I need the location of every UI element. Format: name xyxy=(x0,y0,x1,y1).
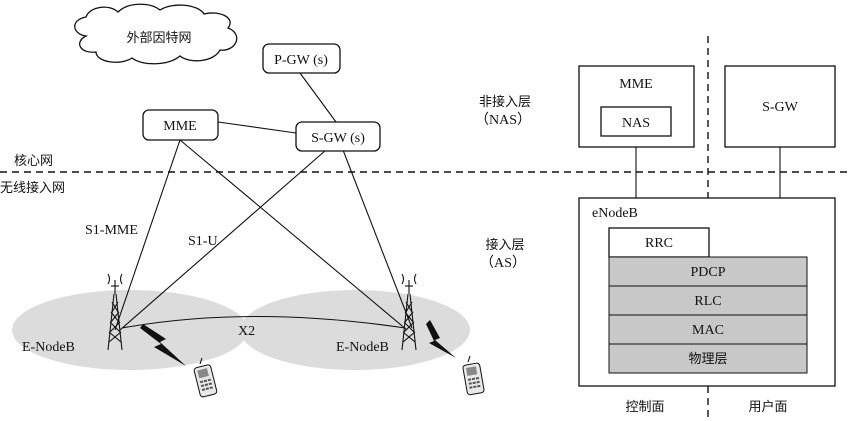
internet-label: 外部因特网 xyxy=(126,31,191,46)
right-enodeb-label: eNodeB xyxy=(592,206,638,221)
pdcp-label: PDCP xyxy=(690,265,725,280)
rlc-layer xyxy=(608,285,808,316)
mac-layer xyxy=(608,314,808,345)
x2-label: X2 xyxy=(238,324,255,339)
radio-signal-bolt-left xyxy=(140,324,186,366)
enodeb-left-label: E-NodeB xyxy=(22,340,75,355)
right-nas-label: NAS xyxy=(622,116,650,131)
link-sgw-enb-left xyxy=(119,149,327,331)
coverage-area-left xyxy=(12,290,248,370)
as-title: 接入层 xyxy=(485,237,524,253)
pdcp-layer xyxy=(608,256,808,287)
right-nas-box xyxy=(600,106,672,137)
pgw-label: P-GW (s) xyxy=(274,53,328,68)
link-pgw-sgw xyxy=(299,72,337,123)
mobile-phone-icon-right xyxy=(462,355,485,396)
core-network-label: 核心网 xyxy=(14,154,53,169)
link-sgw-enb-right xyxy=(342,149,413,329)
right-sgw-box xyxy=(724,65,836,148)
as-abbr: （AS） xyxy=(480,255,526,271)
radio-network-label: 无线接入网 xyxy=(0,180,65,196)
control-plane-label: 控制面 xyxy=(625,400,664,415)
mme-label: MME xyxy=(163,119,196,134)
nas-abbr: （NAS） xyxy=(475,112,531,128)
base-station-tower-right xyxy=(401,273,417,351)
mme-box xyxy=(142,109,219,141)
internet-cloud xyxy=(74,3,238,65)
mac-label: MAC xyxy=(692,323,724,338)
link-mme-sgw xyxy=(217,121,297,134)
base-station-tower-left xyxy=(107,273,123,351)
sgw-box xyxy=(295,121,381,152)
user-plane-label: 用户面 xyxy=(748,399,787,415)
mobile-phone-icon-left xyxy=(193,357,218,398)
s1-mme-label: S1-MME xyxy=(85,223,138,238)
right-mme-label: MME xyxy=(619,77,652,92)
sgw-label: S-GW (s) xyxy=(311,131,365,146)
rrc-label: RRC xyxy=(645,236,673,251)
physical-layer-label: 物理层 xyxy=(688,352,727,367)
link-x2 xyxy=(121,315,406,329)
pgw-box xyxy=(262,43,341,74)
coverage-area-right xyxy=(240,290,470,370)
nas-title: 非接入层 xyxy=(479,94,531,110)
rlc-label: RLC xyxy=(694,294,721,309)
enodeb-right-label: E-NodeB xyxy=(336,340,389,355)
right-sgw-label: S-GW xyxy=(762,100,799,115)
s1-u-label: S1-U xyxy=(188,234,218,249)
physical-layer xyxy=(608,343,808,374)
radio-signal-bolt-right xyxy=(426,320,456,358)
